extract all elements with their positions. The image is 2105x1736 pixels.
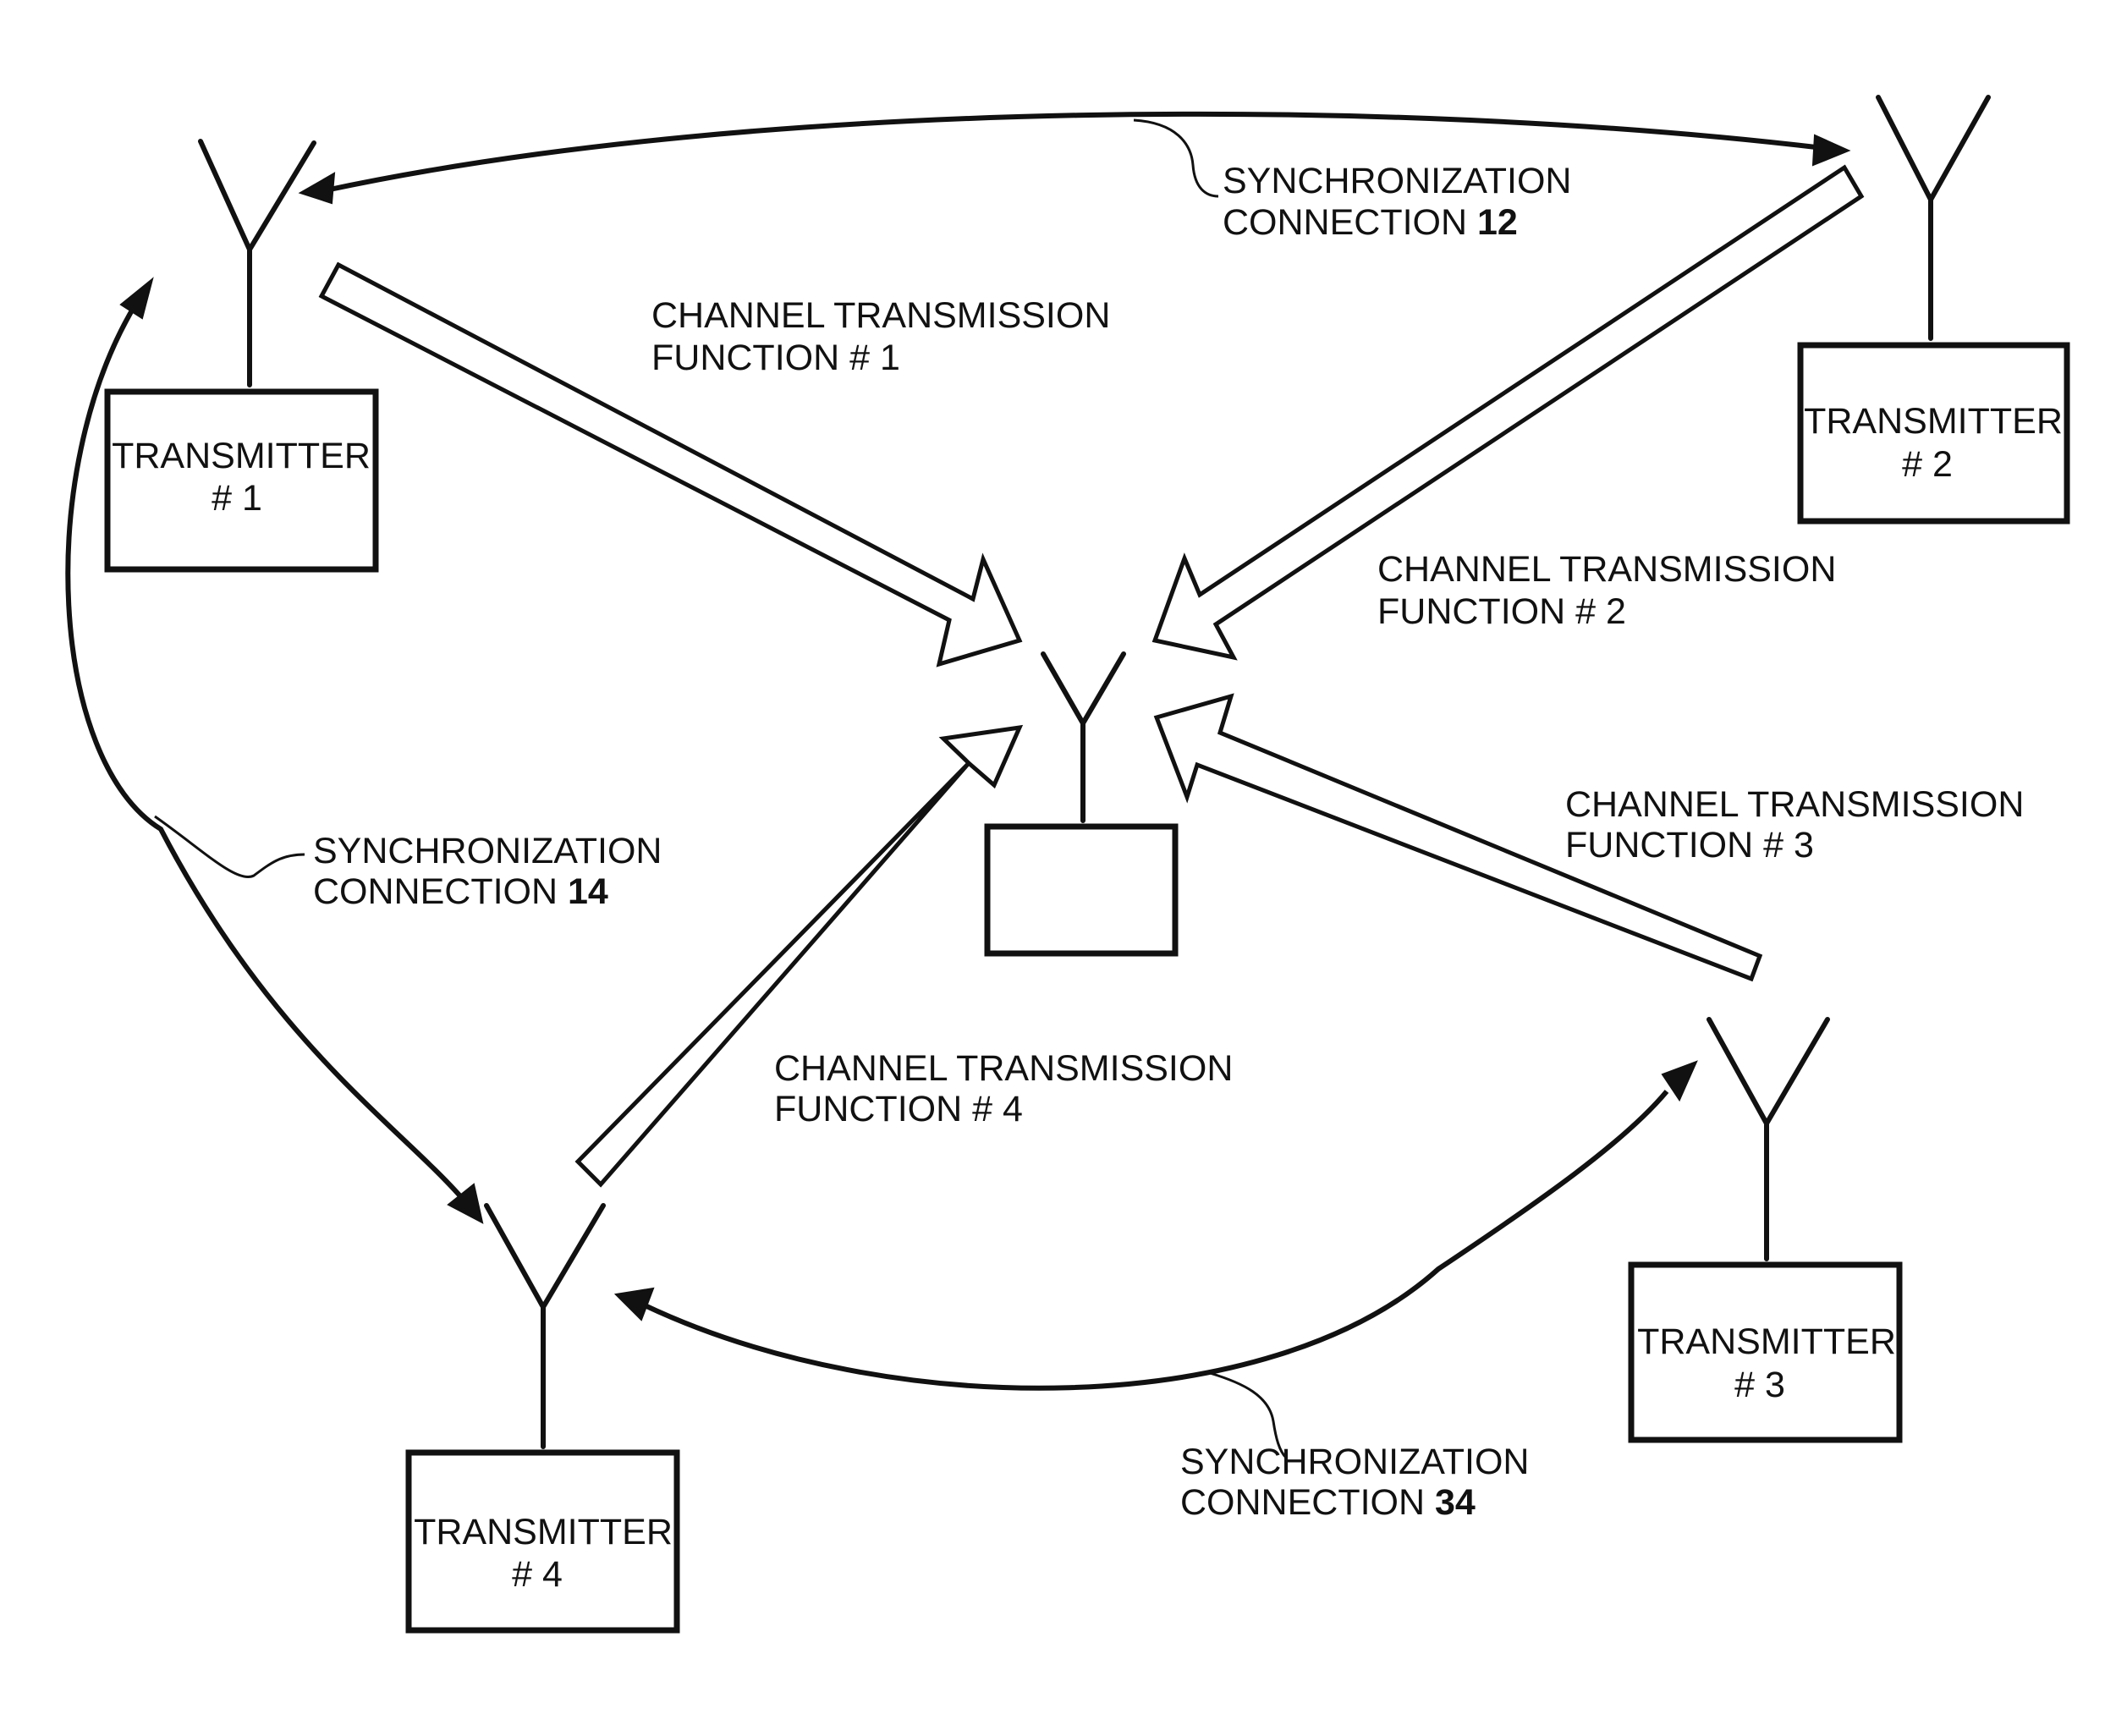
transmitter-number: # 3	[1734, 1365, 1785, 1405]
sync-label-line1: SYNCHRONIZATION	[313, 831, 662, 871]
sync-label-14: SYNCHRONIZATION CONNECTION 14	[313, 831, 662, 912]
transmitter-4: TRANSMITTER # 4	[409, 1206, 677, 1630]
sync-label-line2: CONNECTION 14	[313, 871, 608, 912]
antenna-icon	[1043, 654, 1124, 821]
arrowhead-icon	[300, 173, 334, 203]
antenna-icon	[1878, 97, 1988, 338]
arrowhead-icon	[616, 1288, 653, 1320]
channel-label-line2: FUNCTION # 2	[1377, 591, 1626, 632]
channel-label-2: CHANNEL TRANSMISSION FUNCTION # 2	[1377, 549, 1836, 632]
channel-label-line2: FUNCTION # 3	[1565, 825, 1814, 865]
antenna-icon	[201, 141, 314, 385]
sync-connection-12	[300, 114, 1849, 203]
transmitter-number: # 4	[512, 1554, 563, 1595]
transmitter-label: TRANSMITTER	[112, 436, 371, 476]
arrowhead-icon	[1813, 135, 1849, 165]
transmitter-number: # 2	[1902, 444, 1953, 485]
channel-label-1: CHANNEL TRANSMISSION FUNCTION # 1	[651, 295, 1110, 378]
channel-label-line1: CHANNEL TRANSMISSION	[1377, 549, 1836, 590]
transmitter-label: TRANSMITTER	[1637, 1321, 1896, 1362]
transmitter-2: TRANSMITTER # 2	[1800, 97, 2067, 521]
arrowhead-icon	[121, 279, 152, 318]
sync-label-line2: CONNECTION 34	[1180, 1482, 1476, 1523]
receiver	[987, 654, 1175, 953]
channel-label-3: CHANNEL TRANSMISSION FUNCTION # 3	[1565, 784, 2024, 865]
antenna-icon	[1709, 1019, 1827, 1259]
antenna-icon	[486, 1206, 603, 1447]
transmitter-1: TRANSMITTER # 1	[107, 141, 376, 569]
transmitter-label: TRANSMITTER	[1804, 401, 2063, 442]
channel-label-line2: FUNCTION # 4	[774, 1089, 1023, 1129]
sync-label-line1: SYNCHRONIZATION	[1180, 1442, 1530, 1482]
sync-label-12: SYNCHRONIZATION CONNECTION 12	[1223, 161, 1572, 243]
sync-label-line1: SYNCHRONIZATION	[1223, 161, 1572, 201]
transmitter-label: TRANSMITTER	[414, 1512, 673, 1552]
channel-label-4: CHANNEL TRANSMISSION FUNCTION # 4	[774, 1048, 1233, 1129]
channel-label-line1: CHANNEL TRANSMISSION	[1565, 784, 2024, 825]
receiver-box	[987, 827, 1175, 953]
sync-label-line2: CONNECTION 12	[1223, 202, 1518, 243]
sync-label-34: SYNCHRONIZATION CONNECTION 34	[1180, 1442, 1530, 1523]
channel-label-line1: CHANNEL TRANSMISSION	[774, 1048, 1233, 1089]
channel-label-line2: FUNCTION # 1	[651, 338, 900, 378]
transmitter-number: # 1	[212, 478, 262, 519]
channel-label-line1: CHANNEL TRANSMISSION	[651, 295, 1110, 336]
